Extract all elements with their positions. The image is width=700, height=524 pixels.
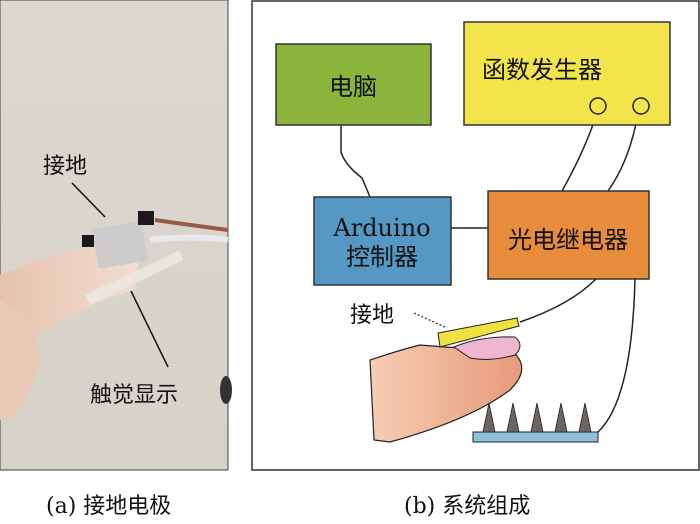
pin-base [472,431,599,443]
pointer-line [130,290,169,368]
tactile-display-film [85,250,183,305]
relay-box [487,190,650,280]
arduino-label: Arduino [332,214,430,242]
label-tactile-display: 触觉显示 [90,383,178,408]
spike [506,402,520,433]
label-ground-a: 接地 [43,154,87,179]
output-terminal [589,97,607,115]
ground-electrode [91,220,149,270]
caption-b: (b) 系统组成 [404,494,531,519]
output-terminal [632,97,650,115]
wire-relay-electrode [519,278,597,323]
finger [0,245,140,340]
photo-grounding-electrode: 接地 触觉显示 [0,0,232,471]
computer-label: 电脑 [329,73,377,101]
computer-box [275,43,432,126]
caption-a: (a) 接地电极 [46,494,172,519]
function-generator-label: 函数发生器 [482,56,602,84]
ground-electrode-illustration [437,317,520,348]
function-generator-box [463,21,671,126]
hand [0,300,40,420]
system-diagram: 电脑 函数发生器 Arduino 控制器 光电继电器 接地 [251,0,700,471]
wire-relay-pins [597,278,636,433]
wire-computer-arduino [340,125,371,198]
finger-illustration [369,344,523,443]
fingernail [452,336,521,360]
controller-label: 控制器 [346,243,418,271]
pointer-line [71,182,106,218]
label-ground-b: 接地 [350,303,394,328]
arduino-box [313,196,452,286]
electrode-end [82,235,94,247]
relay-label: 光电继电器 [508,226,628,254]
spike [578,402,592,433]
spike [482,402,496,433]
spike [554,402,568,433]
spike [530,402,544,433]
ribbon-cable [149,234,229,243]
electrode-end [138,211,154,225]
object [220,376,232,404]
wire [154,218,229,232]
